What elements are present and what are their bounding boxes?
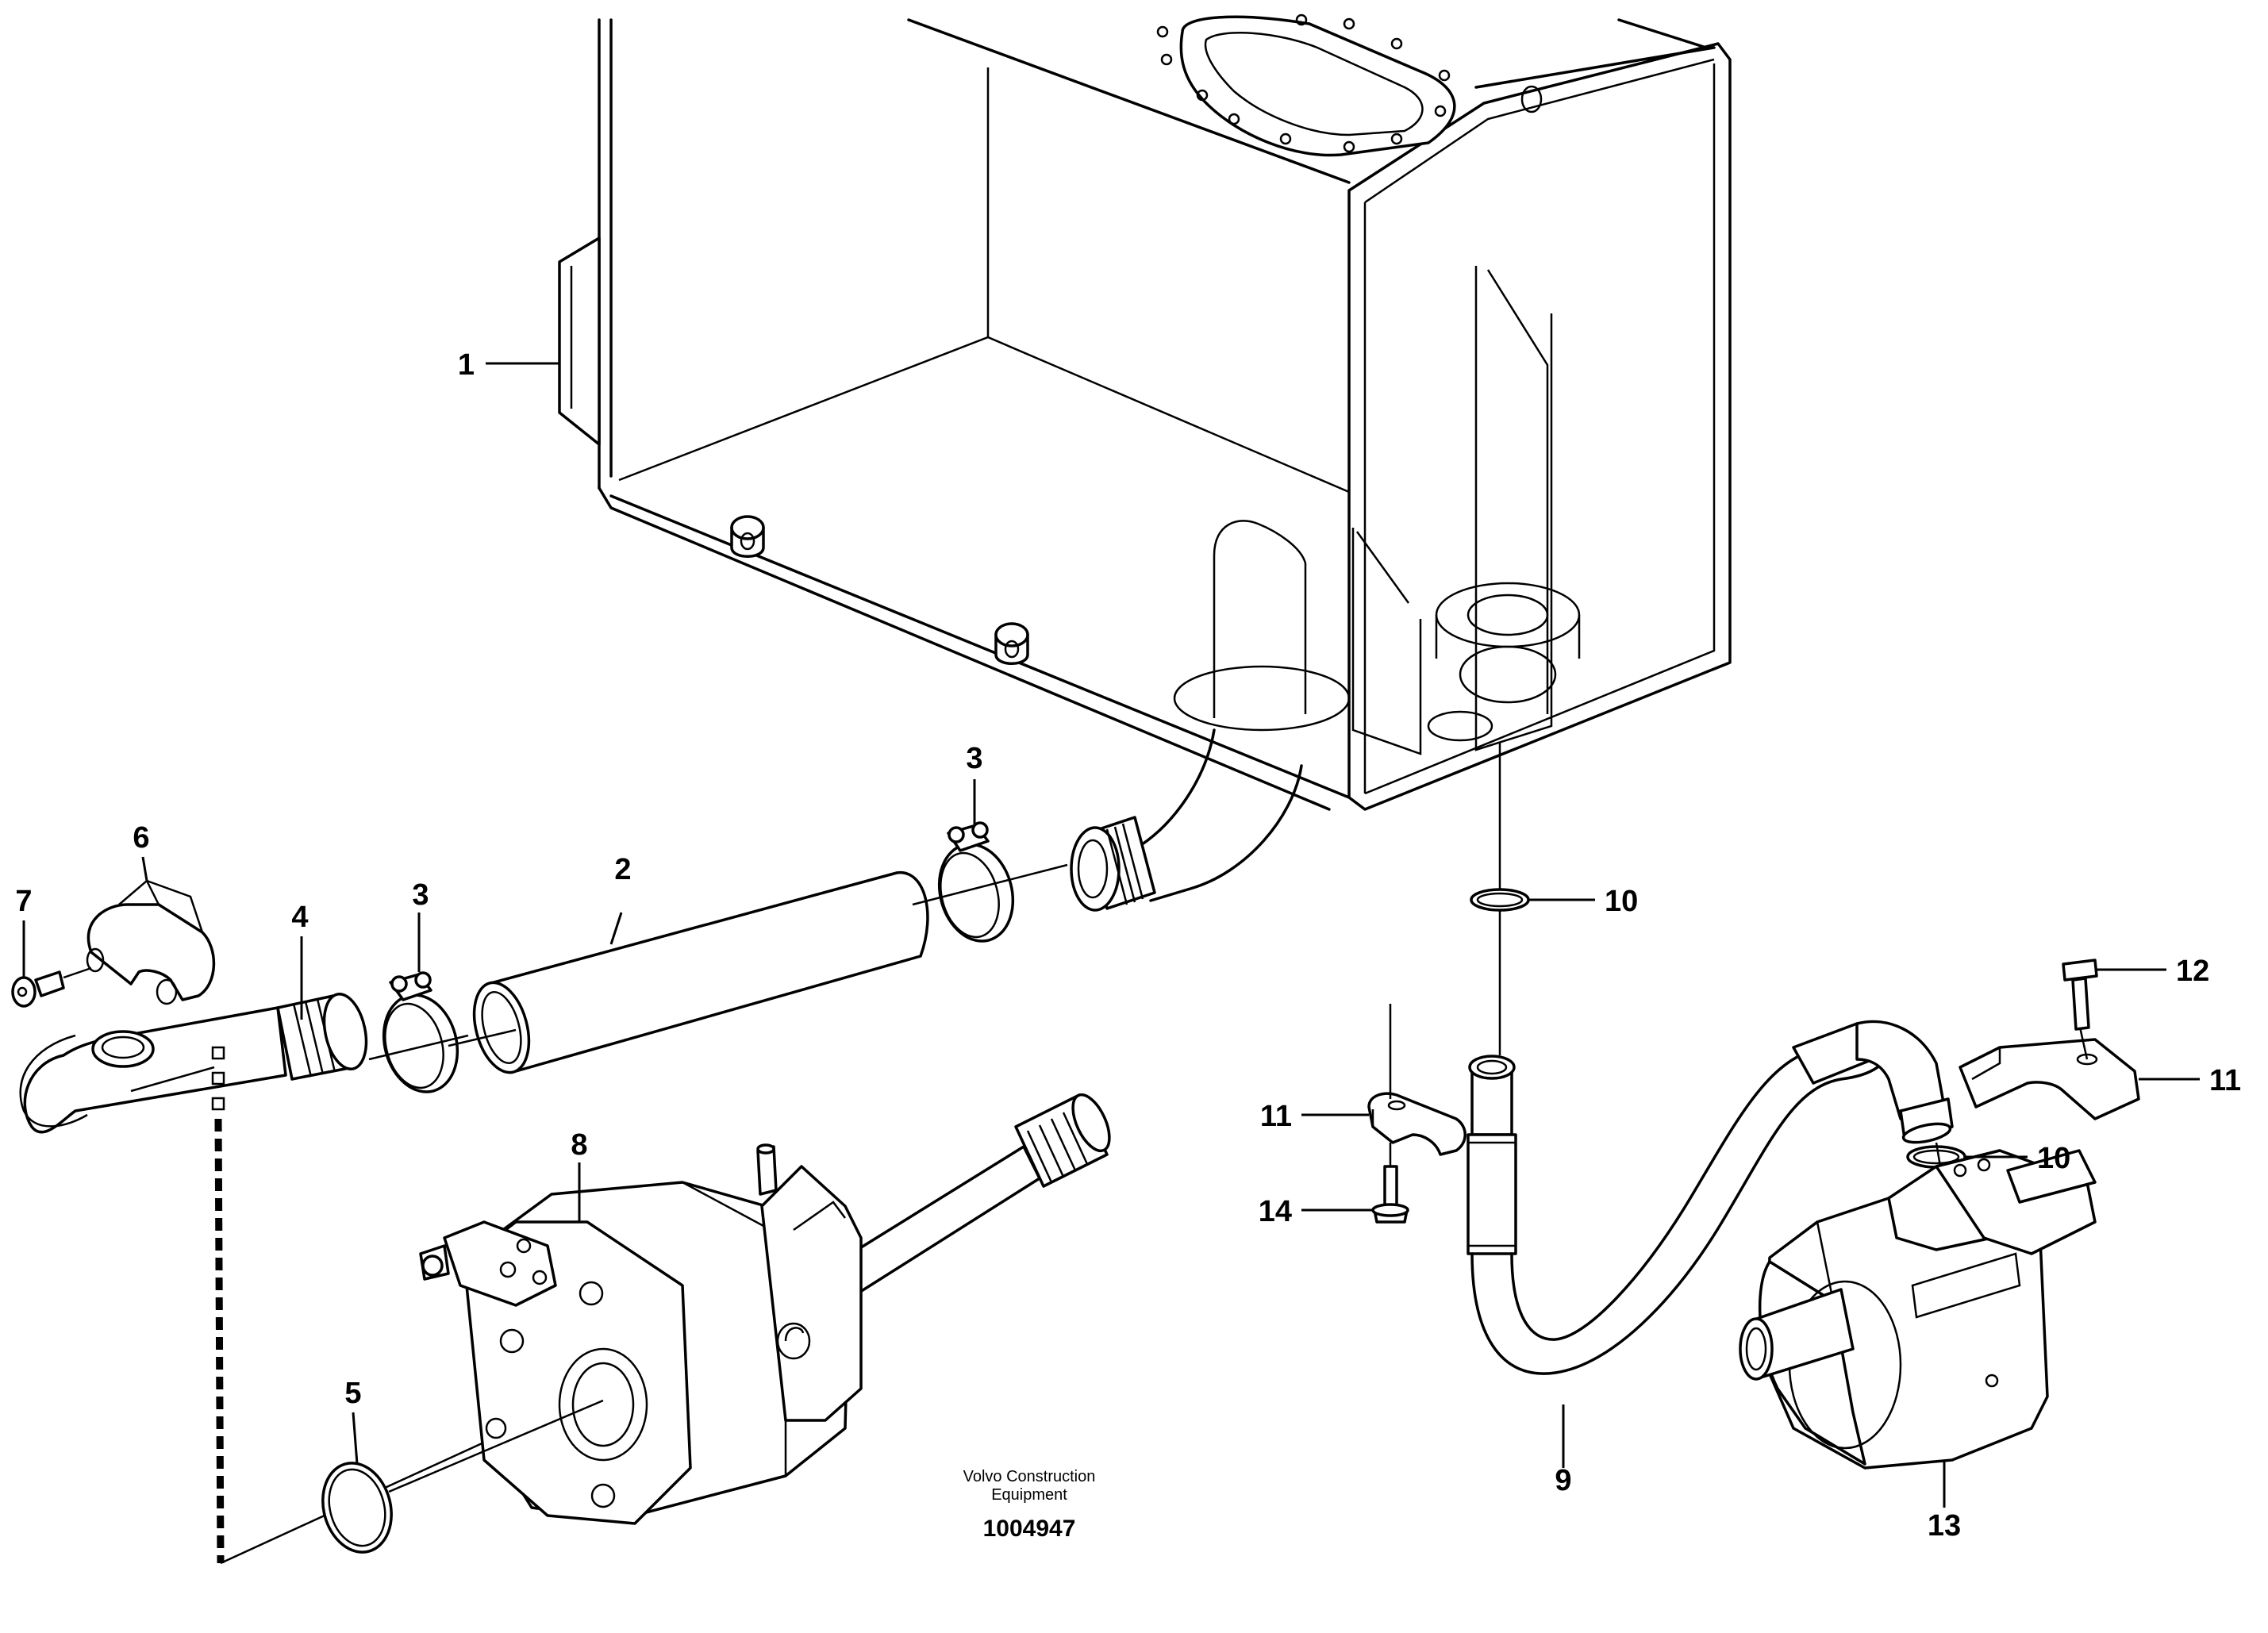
callout-10-upper: 10 xyxy=(1605,885,1638,918)
leader-lines xyxy=(22,362,2200,1508)
publisher-caption: Volvo Construction Equipment 1004947 xyxy=(963,1468,1096,1542)
caption-line-2: Equipment xyxy=(991,1486,1067,1504)
hydraulic-pump xyxy=(419,1093,1111,1525)
callout-labels: 1 2 3 3 4 5 6 7 8 9 10 10 11 11 12 13 14 xyxy=(15,348,2241,1543)
pipe-clamp-right xyxy=(1959,1038,2140,1120)
callout-11-right: 11 xyxy=(2209,1064,2241,1097)
suction-hose xyxy=(472,871,929,1074)
callout-6: 6 xyxy=(133,821,149,855)
o-ring-10-upper xyxy=(1470,888,1530,912)
callout-10-lower: 10 xyxy=(2037,1142,2070,1175)
suction-elbow-pipe xyxy=(19,993,368,1134)
caption-line-1: Volvo Construction xyxy=(963,1468,1096,1485)
cap-screw xyxy=(11,970,65,1008)
callout-2: 2 xyxy=(614,853,631,886)
suction-pipe xyxy=(1467,1020,1954,1375)
callout-12: 12 xyxy=(2176,955,2209,988)
flange-half xyxy=(86,879,216,1005)
pipe-clamp-left xyxy=(1367,1092,1467,1156)
hose-clamp-lower xyxy=(382,971,459,1093)
document-number: 1004947 xyxy=(983,1516,1076,1542)
callout-4: 4 xyxy=(291,901,308,934)
flange-screw-12 xyxy=(2062,959,2098,1031)
hydraulic-tank xyxy=(558,13,1732,912)
callout-11-left: 11 xyxy=(1260,1100,1292,1133)
callout-5: 5 xyxy=(344,1377,361,1410)
callout-3-upper: 3 xyxy=(966,742,982,775)
callout-7: 7 xyxy=(15,885,32,918)
callout-1: 1 xyxy=(458,348,475,382)
hose-clamp-upper xyxy=(937,821,1015,943)
callout-14: 14 xyxy=(1259,1195,1292,1228)
flange-screw-14 xyxy=(1371,1165,1409,1224)
hydraulic-motor xyxy=(1739,1149,2097,1470)
callout-8: 8 xyxy=(571,1128,587,1162)
assembly-line-dashed xyxy=(214,1118,225,1564)
callout-3-lower: 3 xyxy=(412,878,429,912)
o-ring-5 xyxy=(321,1462,393,1554)
callout-13: 13 xyxy=(1928,1509,1961,1543)
callout-9: 9 xyxy=(1555,1464,1571,1497)
